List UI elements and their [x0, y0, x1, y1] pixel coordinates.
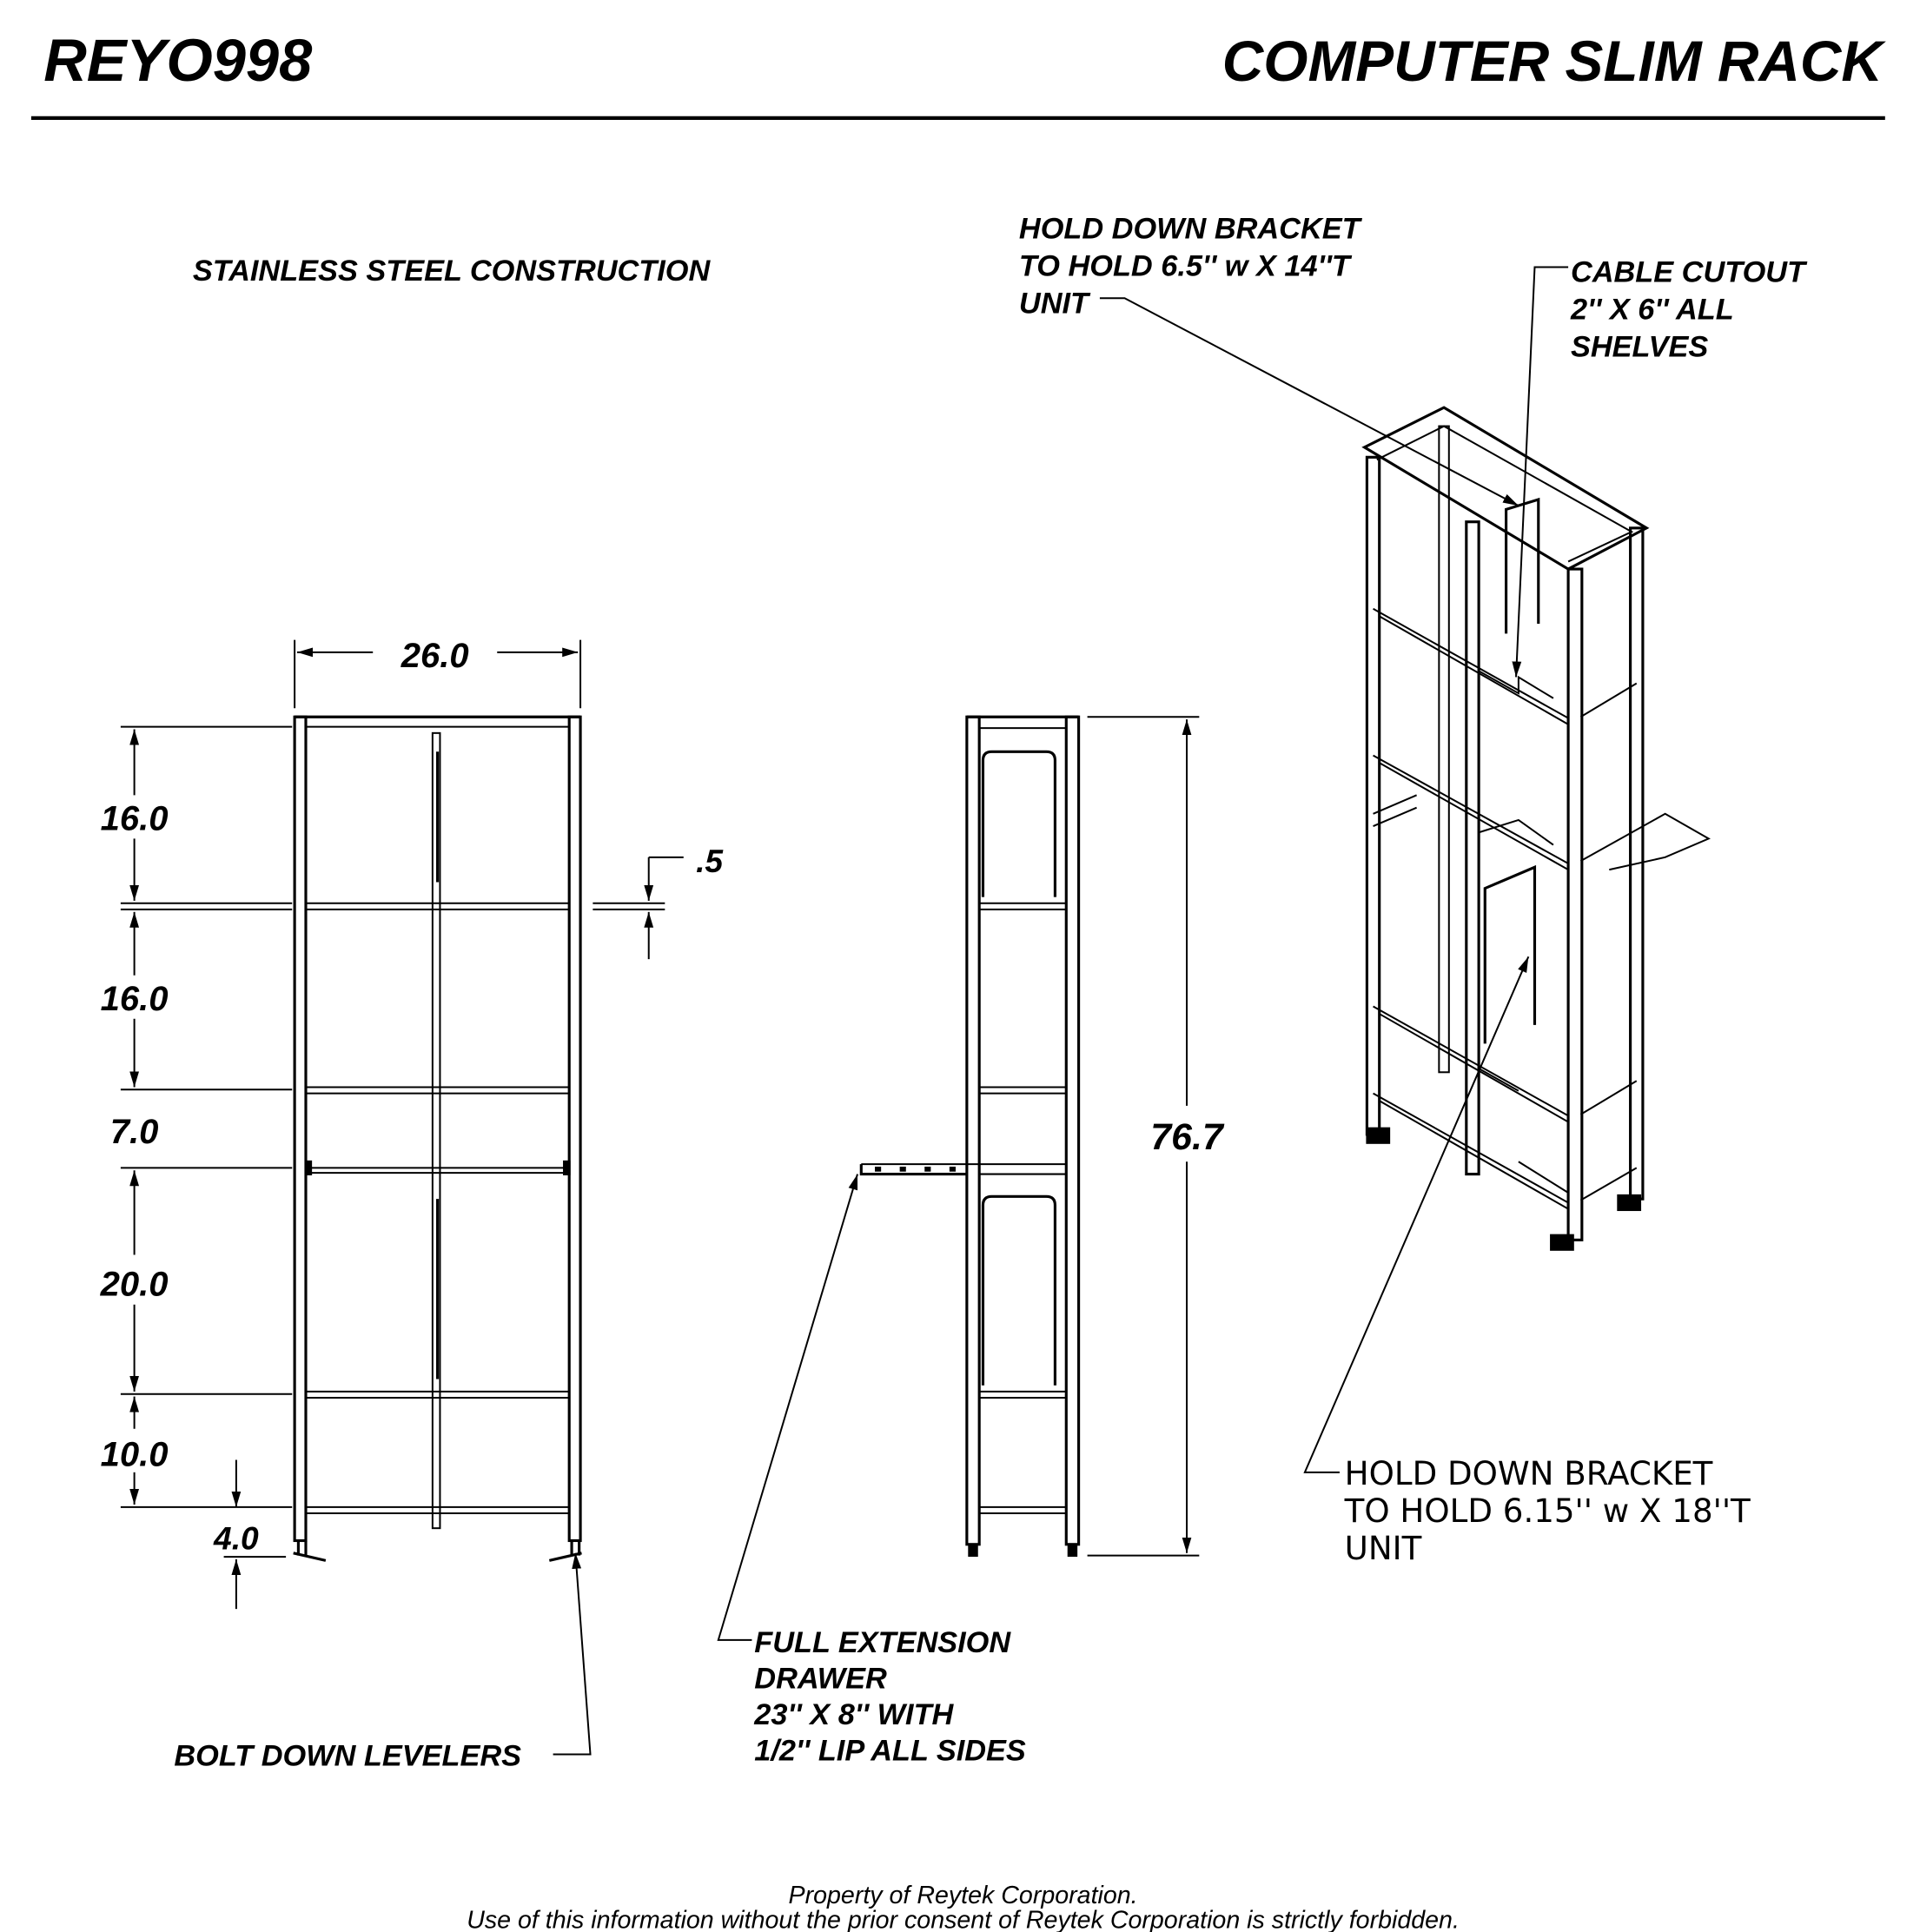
footer-property: Property of Reytek Corporation.	[789, 1882, 1138, 1909]
front-view	[293, 715, 582, 1562]
dim-shelf-gap-3: 20.0	[100, 1266, 169, 1304]
svg-text:2'' X 6'' ALL: 2'' X 6'' ALL	[1570, 294, 1734, 327]
svg-text:FULL EXTENSION: FULL EXTENSION	[754, 1626, 1011, 1659]
svg-text:CABLE CUTOUT: CABLE CUTOUT	[1571, 256, 1808, 289]
leveler-left	[293, 1540, 327, 1562]
svg-text:1/2'' LIP ALL SIDES: 1/2'' LIP ALL SIDES	[754, 1735, 1026, 1768]
note-bracket-top: HOLD DOWN BRACKET TO HOLD 6.5'' w X 14''…	[1019, 213, 1363, 321]
drawing-number: REYO998	[43, 27, 313, 94]
dim-shelf-gap-2: 16.0	[101, 980, 169, 1018]
svg-text:SHELVES: SHELVES	[1571, 330, 1708, 363]
svg-text:TO HOLD 6.5'' w X 14''T: TO HOLD 6.5'' w X 14''T	[1019, 250, 1353, 283]
note-cable-cutout: CABLE CUTOUT 2'' X 6'' ALL SHELVES	[1570, 256, 1808, 364]
svg-text:23'' X 8'' WITH: 23'' X 8'' WITH	[753, 1698, 954, 1731]
dim-drawer-gap: 7.0	[110, 1113, 159, 1151]
isometric-view	[1361, 406, 1711, 1251]
dim-shelf-gap-1: 16.0	[101, 799, 169, 837]
dim-width: 26.0	[401, 637, 469, 675]
svg-text:HOLD DOWN BRACKET: HOLD DOWN BRACKET	[1345, 1454, 1713, 1492]
drawing-title: COMPUTER SLIM RACK	[1222, 29, 1887, 93]
leveler-right	[548, 1540, 582, 1562]
svg-text:UNIT: UNIT	[1345, 1529, 1422, 1567]
footer-disclaimer: Use of this information without the prio…	[467, 1907, 1460, 1932]
dim-shelf-thickness: .5	[696, 843, 724, 879]
front-dimensions: 26.0 16.0 16.0 7.0 20.0 10.0 4.0 .5	[100, 637, 724, 1610]
svg-text:DRAWER: DRAWER	[754, 1663, 887, 1696]
note-levelers: BOLT DOWN LEVELERS	[174, 1739, 521, 1772]
dim-overall-height: 76.7	[1150, 1116, 1225, 1158]
construction-note: STAINLESS STEEL CONSTRUCTION	[193, 255, 712, 288]
svg-text:UNIT: UNIT	[1019, 287, 1091, 320]
side-view: 76.7	[859, 715, 1225, 1558]
dim-shelf-gap-4: 10.0	[101, 1436, 169, 1474]
svg-text:HOLD DOWN BRACKET: HOLD DOWN BRACKET	[1019, 213, 1363, 246]
dim-leg: 4.0	[213, 1519, 259, 1556]
note-bracket-bottom: HOLD DOWN BRACKET TO HOLD 6.15'' w X 18'…	[1344, 1454, 1751, 1567]
leaders	[553, 266, 1569, 1756]
svg-text:TO HOLD 6.15'' w X 18''T: TO HOLD 6.15'' w X 18''T	[1344, 1492, 1751, 1530]
note-drawer: FULL EXTENSION DRAWER 23'' X 8'' WITH 1/…	[753, 1626, 1026, 1767]
